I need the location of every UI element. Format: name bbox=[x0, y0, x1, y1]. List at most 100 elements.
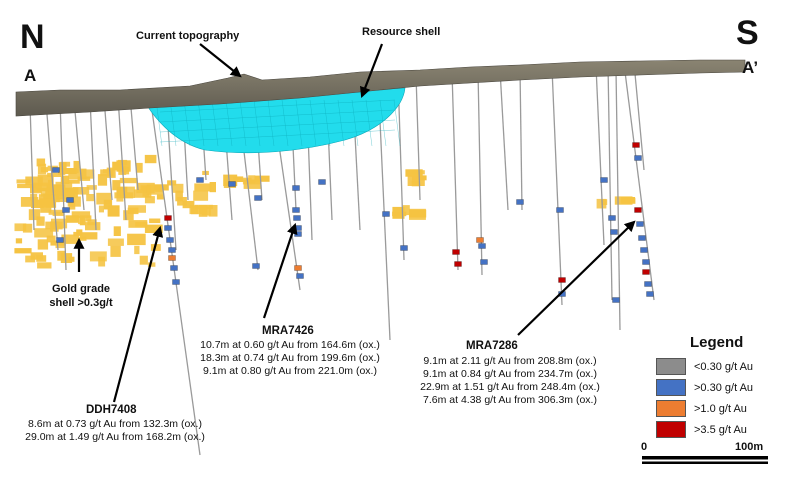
assay-interval bbox=[556, 207, 564, 213]
drillhole bbox=[499, 69, 509, 211]
grade-block bbox=[67, 179, 80, 184]
legend-item: >3.5 g/t Au bbox=[656, 421, 747, 438]
grade-block bbox=[189, 205, 199, 215]
assay-interval bbox=[164, 215, 172, 221]
grade-block bbox=[60, 253, 73, 263]
grade-block bbox=[134, 245, 140, 255]
hole-id-mra7286: MRA7286 bbox=[466, 340, 518, 352]
grade-block bbox=[411, 180, 420, 187]
drillhole bbox=[73, 99, 85, 211]
mesh-line bbox=[379, 99, 387, 147]
assay-interval bbox=[646, 291, 654, 297]
scale-bar bbox=[642, 456, 768, 464]
assay-interval bbox=[454, 261, 462, 267]
grade-block bbox=[36, 216, 45, 226]
grade-block bbox=[76, 229, 83, 236]
drillhole bbox=[633, 62, 645, 171]
assay-interval bbox=[610, 229, 618, 235]
grade-block bbox=[127, 233, 146, 246]
grade-block bbox=[392, 211, 407, 217]
legend-label: >0.30 g/t Au bbox=[694, 381, 754, 394]
mesh-line bbox=[337, 99, 345, 147]
assay-interval bbox=[636, 221, 644, 227]
mesh-line bbox=[159, 119, 396, 133]
assay-interval bbox=[640, 247, 648, 253]
assay-interval bbox=[168, 255, 176, 261]
drillhole bbox=[45, 101, 59, 251]
assay-interval bbox=[600, 177, 608, 183]
assay-interval bbox=[478, 243, 486, 249]
mesh-line bbox=[309, 99, 317, 147]
grade-block bbox=[223, 174, 238, 187]
drillhole bbox=[149, 95, 201, 456]
drillhole bbox=[89, 98, 97, 231]
assay-interval bbox=[252, 263, 260, 269]
grade-block bbox=[596, 198, 607, 209]
mesh-line bbox=[351, 99, 359, 147]
grade-block bbox=[193, 190, 209, 201]
grade-block bbox=[100, 169, 114, 177]
grade-block bbox=[87, 219, 97, 226]
grade-block bbox=[16, 179, 31, 184]
grade-block bbox=[119, 177, 138, 184]
grade-block bbox=[113, 226, 121, 236]
assay-interval bbox=[608, 215, 616, 221]
grade-block bbox=[248, 175, 256, 184]
assay-interval bbox=[612, 297, 620, 303]
assay-interval bbox=[196, 177, 204, 183]
assay-interval bbox=[294, 231, 302, 237]
legend-label: >3.5 g/t Au bbox=[694, 423, 747, 436]
drillhole bbox=[551, 67, 563, 306]
drillhole bbox=[415, 74, 421, 201]
assay-interval bbox=[452, 249, 460, 255]
mesh-line bbox=[211, 99, 219, 147]
legend-swatch bbox=[656, 379, 686, 396]
scale-end-label: 100m bbox=[735, 441, 764, 453]
legend-item: >0.30 g/t Au bbox=[656, 379, 753, 396]
grade-block bbox=[37, 262, 52, 269]
grade-block bbox=[98, 256, 106, 267]
mesh-line bbox=[267, 99, 275, 147]
grade-block bbox=[209, 182, 216, 193]
mesh-line bbox=[253, 99, 261, 147]
intercept: 29.0m at 1.49 g/t Au from 168.2m (ox.) bbox=[25, 431, 205, 443]
topography-arrow bbox=[199, 43, 242, 78]
grade-block bbox=[34, 228, 54, 238]
grade-block bbox=[22, 223, 33, 233]
grade-block bbox=[65, 215, 79, 223]
grade-block bbox=[112, 161, 121, 171]
legend-label: <0.30 g/t Au bbox=[694, 360, 754, 373]
grade-block bbox=[409, 208, 426, 220]
grade-block bbox=[89, 251, 107, 262]
legend-item: >1.0 g/t Au bbox=[656, 400, 747, 417]
grade-block bbox=[55, 181, 73, 192]
grade-block bbox=[107, 238, 124, 246]
assay-interval bbox=[632, 142, 640, 148]
grade-block bbox=[60, 168, 79, 174]
assay-interval bbox=[634, 207, 642, 213]
assay-interval bbox=[66, 197, 74, 203]
assay-interval bbox=[296, 273, 304, 279]
mesh-line bbox=[183, 99, 191, 147]
mesh-line bbox=[169, 99, 177, 147]
grade-block bbox=[28, 209, 41, 221]
grade-block bbox=[86, 194, 95, 202]
assay-interval bbox=[62, 207, 70, 213]
grade-block bbox=[60, 161, 71, 167]
grade-block bbox=[80, 232, 98, 240]
grade-block bbox=[254, 175, 270, 182]
grade-block bbox=[58, 197, 72, 202]
intercepts-ddh7408: 8.6m at 0.73 g/t Au from 132.3m (ox.) 29… bbox=[10, 418, 220, 444]
grade-block bbox=[62, 190, 78, 198]
grade-shell-label: Gold grade shell >0.3g/t bbox=[46, 282, 116, 310]
drillhole bbox=[607, 64, 613, 301]
grade-block bbox=[36, 158, 46, 167]
grade-block bbox=[243, 179, 261, 189]
grade-block bbox=[20, 197, 39, 207]
grade-block bbox=[81, 169, 95, 179]
grade-block bbox=[128, 220, 148, 228]
assay-interval bbox=[634, 155, 642, 161]
grade-block bbox=[47, 172, 62, 177]
grade-shell-label-line1: Gold grade bbox=[51, 283, 111, 295]
